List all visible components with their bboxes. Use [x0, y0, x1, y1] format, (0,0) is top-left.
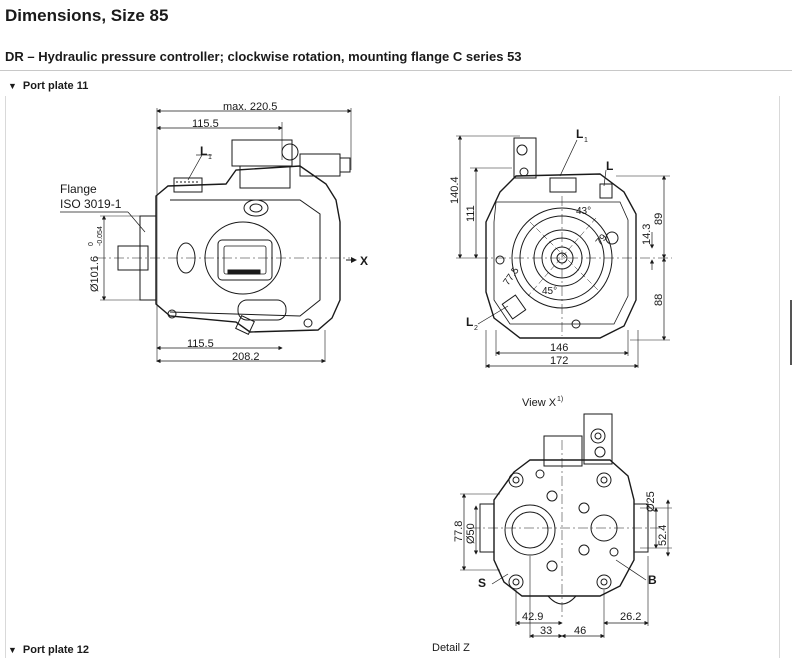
dim-42-9: 42.9: [522, 611, 543, 623]
tolerance-upper: 0: [88, 242, 95, 246]
dim-88: 88: [653, 294, 665, 306]
page-title: Dimensions, Size 85: [5, 6, 169, 25]
port-l2-front-sub: 2: [474, 325, 478, 332]
axis-marker-x: X: [360, 254, 368, 268]
port-s-label: S: [478, 576, 486, 590]
dim-33: 33: [540, 625, 552, 637]
dim-14: 14.3: [641, 224, 653, 245]
port-l-front: L: [606, 159, 613, 173]
port-b-label: B: [648, 573, 657, 587]
dim-140: 140.4: [449, 176, 461, 204]
port-l1-side: L: [200, 144, 207, 158]
section-toggle-port-plate-12[interactable]: ▼ Port plate 12: [8, 644, 89, 656]
expanded-triangle-icon: ▼: [8, 645, 17, 655]
port-l1-side-sub: 1: [208, 154, 212, 161]
view-x-drawing: [460, 413, 672, 639]
dim-max-overall: max. 220.5: [223, 101, 277, 113]
dim-77: 77.5: [501, 265, 521, 288]
page-subtitle: DR – Hydraulic pressure controller; cloc…: [5, 49, 522, 64]
dim-d25: Ø25: [645, 491, 657, 512]
scrollbar-thumb[interactable]: [790, 300, 792, 365]
front-view-drawing: [456, 135, 672, 369]
dim-diameter: Ø101.6: [89, 256, 101, 292]
view-x-label: View X: [522, 397, 557, 409]
section-label: Port plate 12: [22, 644, 89, 656]
side-view-drawing: [60, 108, 357, 364]
dim-d50: Ø50: [465, 523, 477, 544]
tolerance-lower: -0.054: [97, 226, 104, 246]
port-l1-front-sub: 1: [584, 137, 588, 144]
flange-label: Flange: [60, 182, 97, 196]
dim-89: 89: [653, 213, 665, 225]
angle-45: 45°: [542, 286, 557, 297]
dim-146: 146: [550, 342, 568, 354]
dim-26-2: 26.2: [620, 611, 641, 623]
flange-standard: ISO 3019-1: [60, 197, 122, 211]
detail-z-label: Detail Z: [432, 642, 470, 654]
angle-43: 43°: [576, 206, 591, 217]
dim-172: 172: [550, 355, 568, 367]
header-divider: [0, 70, 792, 71]
drawing-frame: [5, 96, 780, 658]
view-x-footnote: 1): [557, 396, 563, 403]
dim-77-8: 77.8: [453, 521, 465, 542]
section-label: Port plate 11: [22, 80, 89, 92]
dim-46: 46: [574, 625, 586, 637]
port-l1-front: L: [576, 127, 583, 141]
dim-bottom-208: 208.2: [232, 351, 260, 363]
section-toggle-port-plate-11[interactable]: ▼ Port plate 11: [8, 80, 88, 92]
expanded-triangle-icon: ▼: [8, 81, 17, 91]
dim-111: 111: [465, 205, 477, 222]
dim-52-4: 52.4: [657, 525, 669, 546]
dim-top-115: 115.5: [192, 118, 219, 130]
port-l2-front: L: [466, 315, 473, 329]
dim-bottom-115: 115.5: [187, 338, 214, 350]
